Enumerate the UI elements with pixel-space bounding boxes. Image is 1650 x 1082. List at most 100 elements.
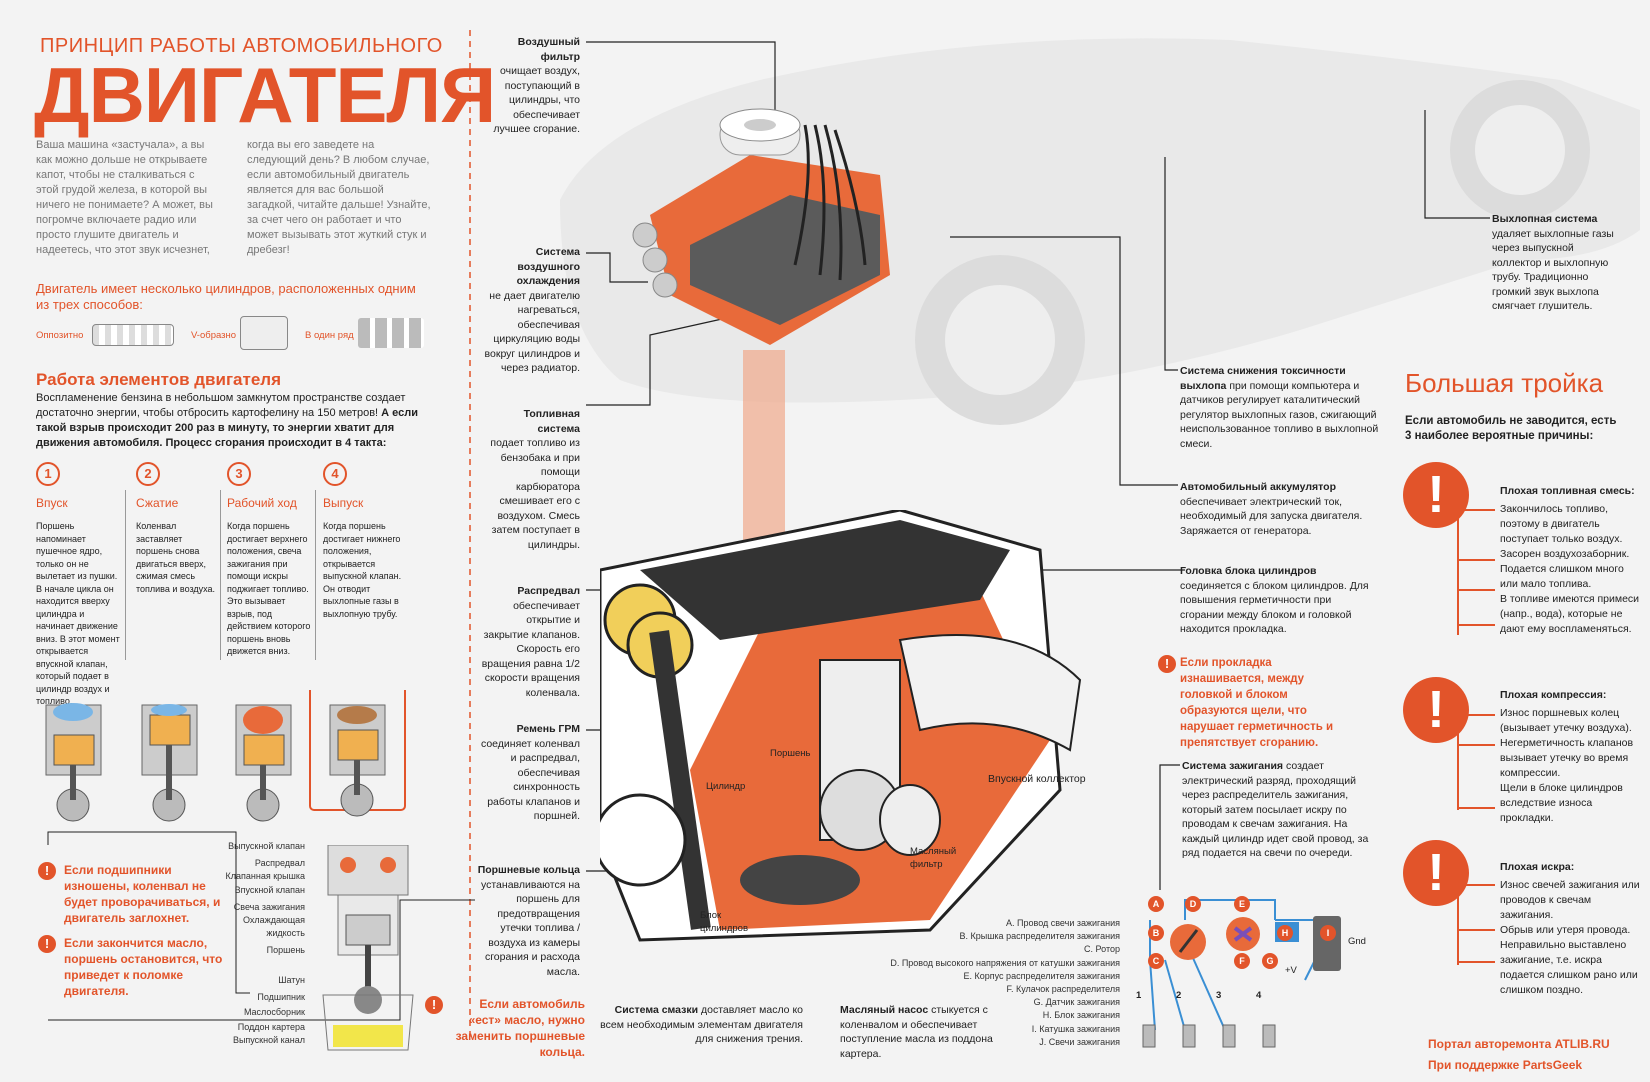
divider [315, 490, 316, 660]
callout-lubrication: Система смазки доставляет масло ко всем … [598, 1003, 803, 1047]
warning-icon: ! [425, 996, 443, 1014]
stroke-4: 4 Выпуск Когда поршень достигает нижнего… [323, 462, 411, 620]
callout-cooling: Система воздушного охлаждения не дает дв… [480, 245, 580, 376]
ignition-legend-item: A. Провод свечи зажигания [1006, 918, 1120, 928]
cylinder-types-heading: Двигатель имеет несколько цилиндров, рас… [36, 281, 416, 312]
big-three-subtitle: Если автомобиль не заводится, есть 3 наи… [1405, 415, 1617, 442]
callout-text: очищает воздух, поступающий в цилиндры, … [493, 65, 580, 135]
cause-item: Неправильно выставлено зажигание, т.е. и… [1500, 939, 1638, 996]
ignition-marker-g: G [1262, 953, 1278, 969]
callout-title: Ремень ГРМ [516, 723, 580, 735]
callout-fuel: Топливная система подает топливо из бенз… [480, 407, 580, 552]
callout-text: доставляет масло ко всем необходимым эле… [600, 1004, 803, 1045]
stroke-1: 1 Впуск Поршень напоминает пушечное ядро… [36, 462, 122, 708]
stroke-name: Сжатие [136, 496, 179, 510]
piston-label: Впускной клапан [234, 884, 305, 895]
ignition-marker-a: A [1148, 896, 1164, 912]
callout-text: удаляет выхлопные газы через выпускной к… [1492, 227, 1614, 313]
big-three-title: Большая тройка [1405, 368, 1604, 398]
piston-label: Распредвал [254, 858, 305, 869]
callout-title: Головка блока цилиндров [1180, 565, 1317, 577]
ignition-marker-c: C [1148, 953, 1164, 969]
stroke-2: 2 Сжатие Коленвал заставляет поршень сно… [136, 462, 218, 595]
ignition-legend-item: H. Блок зажигания [1042, 1010, 1120, 1021]
engine-label-piston: Поршень [770, 748, 811, 759]
callout-timing-belt: Ремень ГРМ соединяет коленвал и распредв… [480, 722, 580, 824]
engine-label-intake: Впускной коллектор [988, 773, 1086, 785]
piston-label: Маслосборник [243, 1007, 305, 1018]
piston-label: Выпускной канал [232, 1035, 305, 1046]
cause-item: Износ поршневых колец (вызывает утечку в… [1500, 707, 1632, 734]
cylinder-type-opposite: Оппозитно [36, 330, 84, 341]
stroke-name: Выпуск [323, 496, 364, 510]
piston-label: Поддон картера [237, 1022, 305, 1033]
piston-label: Шатун [278, 974, 305, 985]
divider [220, 490, 221, 660]
callout-text: соединяет коленвал и распредвал, обеспеч… [480, 737, 580, 823]
callout-title: Автомобильный аккумулятор [1180, 481, 1336, 493]
callout-title: Система снижения токсичности выхлопа [1180, 365, 1346, 392]
page-title: ДВИГАТЕЛЯ [34, 51, 496, 139]
warning-text: Если подшипники изношены, коленвал не бу… [64, 863, 221, 925]
ignition-marker-i: I [1320, 925, 1336, 941]
ignition-legend-item: B. Крышка распределителя зажигания [959, 931, 1120, 942]
cylinder-1-label: 1 [1136, 990, 1142, 1001]
callout-title: Выхлопная система [1492, 213, 1598, 225]
piston-label: Поршень [266, 945, 305, 956]
divider [125, 490, 126, 660]
cause-title: Плохая компрессия: [1500, 689, 1607, 701]
stroke-3: 3 Рабочий ход Когда поршень достигает ве… [227, 462, 315, 658]
footer-support: При поддержке PartsGeek [1428, 1058, 1583, 1072]
warning-icon: ! [1158, 655, 1176, 673]
v-engine-icon [240, 316, 288, 350]
ignition-legend: A. Провод свечи зажигания B. Крышка расп… [860, 917, 1120, 1049]
callout-title: Поршневые кольца [477, 864, 580, 876]
callout-text: обеспечивает открытие и закрытие клапано… [481, 599, 580, 699]
warning-text: Если закончится масло, поршень остановит… [64, 936, 223, 998]
ignition-legend-item: J. Свечи зажигания [1039, 1036, 1120, 1047]
callout-title: Масляный насос [840, 1004, 929, 1016]
ignition-marker-d: D [1185, 896, 1201, 912]
stroke-text: Поршень напоминает пушечное ядро, только… [36, 521, 120, 706]
cause-spark: Плохая искра: Износ свечей зажигания или… [1500, 860, 1642, 998]
main-engine-illustration [600, 510, 1082, 942]
piston-label: Выпускной клапан [228, 841, 305, 851]
intro-column-2: когда вы его заведете на следующий день?… [247, 139, 431, 256]
warning-text: Если автомобиль «ест» масло, нужно замен… [455, 997, 585, 1059]
callout-title: Система зажигания [1182, 760, 1284, 772]
callout-camshaft: Распредвал обеспечивает открытие и закры… [480, 584, 580, 700]
piston-label: Клапанная крышка [225, 871, 305, 882]
cause-item: Обрыв или утеря провода. [1500, 924, 1631, 936]
ignition-marker-e: E [1234, 896, 1250, 912]
callout-title: Воздушный фильтр [517, 36, 580, 63]
top-engine-illustration [632, 108, 890, 345]
stroke-number: 3 [227, 462, 251, 486]
stroke-number: 4 [323, 462, 347, 486]
piston-label: Свеча зажигания [233, 901, 305, 912]
cause-fuel: Плохая топливная смесь: Закончилось топл… [1500, 484, 1642, 637]
ignition-legend-item: D. Провод высокого напряжения от катушки… [890, 957, 1120, 968]
warning-gasket: ! Если прокладка изнашивается, между гол… [1158, 655, 1358, 751]
work-heading: Работа элементов двигателя [36, 370, 281, 389]
stroke-number: 1 [36, 462, 60, 486]
callout-title: Топливная система [523, 408, 580, 435]
piston-label: Охлаждающая жидкость [243, 915, 305, 939]
cause-item: Закончилось топливо, поэтому в двигатель… [1500, 503, 1623, 545]
cause-item: Подается слишком много или мало топлива. [1500, 563, 1624, 590]
piston-cross-section [322, 845, 414, 1051]
cause-item: Негерметичность клапанов вызывает утечку… [1500, 737, 1634, 779]
callout-battery: Автомобильный аккумулятор обеспечивает э… [1180, 480, 1375, 538]
stroke-text: Когда поршень достигает нижнего положени… [323, 521, 402, 619]
warning-oil-out: ! Если закончится масло, поршень останов… [38, 935, 228, 999]
ignition-marker-f: F [1234, 953, 1250, 969]
callout-text: соединяется с блоком цилиндров. Для повы… [1180, 579, 1369, 636]
ignition-ground-label: Gnd [1348, 936, 1366, 947]
cause-compression: Плохая компрессия: Износ поршневых колец… [1500, 688, 1642, 826]
callout-air-filter: Воздушный фильтр очищает воздух, поступа… [480, 35, 580, 137]
ignition-marker-h: H [1277, 925, 1293, 941]
cylinder-4-label: 4 [1256, 990, 1262, 1001]
piston-labels: Выпускной клапан Распредвал Клапанная кр… [215, 840, 305, 1048]
opposite-engine-icon [92, 324, 174, 346]
callout-text: создает электрический разряд, проходящий… [1182, 760, 1369, 859]
